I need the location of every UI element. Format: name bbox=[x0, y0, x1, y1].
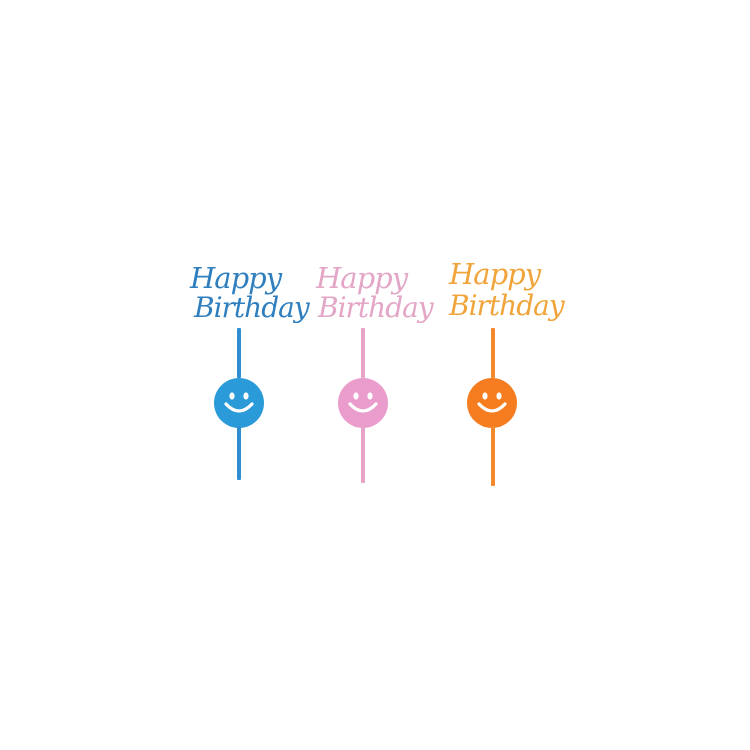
cake-topper-pink: Happy Birthday bbox=[306, 258, 436, 498]
topper-text-happy: Happy bbox=[449, 257, 541, 291]
topper-text-happy: Happy bbox=[316, 261, 408, 295]
topper-stick-upper bbox=[491, 328, 495, 378]
topper-text-birthday: Birthday bbox=[318, 291, 434, 324]
topper-stick-lower bbox=[361, 426, 365, 483]
smiley-face-icon bbox=[214, 378, 264, 428]
topper-stick-lower bbox=[237, 426, 241, 480]
topper-text-birthday: Birthday bbox=[449, 289, 565, 322]
smiley-face-icon bbox=[338, 378, 388, 428]
topper-stick-lower bbox=[491, 426, 495, 486]
cake-topper-blue: Happy Birthday bbox=[180, 258, 310, 498]
topper-text-birthday: Birthday bbox=[194, 291, 310, 324]
topper-stick-upper bbox=[237, 328, 241, 378]
cake-topper-orange: Happy Birthday bbox=[435, 256, 565, 496]
topper-text-happy: Happy bbox=[190, 261, 282, 295]
topper-stick-upper bbox=[361, 328, 365, 378]
smiley-face-icon bbox=[467, 378, 517, 428]
